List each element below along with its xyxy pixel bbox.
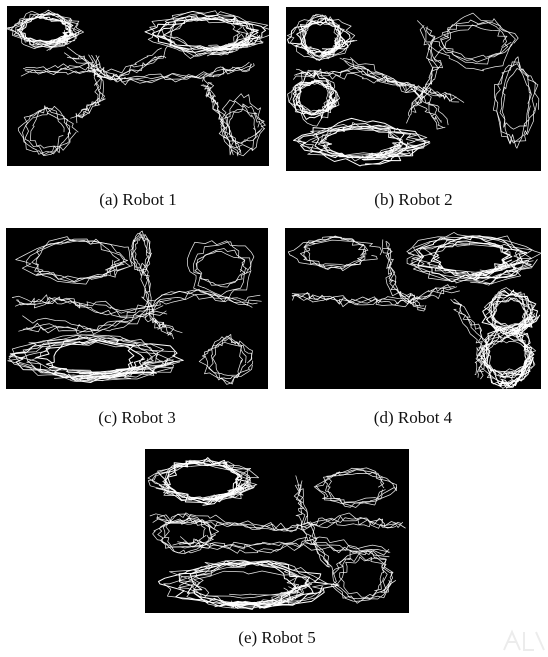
- trajectory-segment: [64, 48, 161, 73]
- trajectory-segment: [293, 285, 451, 305]
- robot-5-trajectory-plot: [145, 449, 409, 613]
- trajectory-segment: [315, 118, 410, 165]
- robot-4-trajectory: [288, 232, 541, 388]
- trajectory-segment: [12, 290, 257, 311]
- robot-4-trajectory-panel: [285, 228, 541, 389]
- figure-caption-e: (e) Robot 5: [145, 628, 409, 648]
- trajectory-segment: [502, 57, 530, 148]
- figure-caption-b: (b) Robot 2: [286, 190, 541, 210]
- trajectory-segment: [432, 22, 519, 62]
- robot-2-trajectory: [287, 13, 539, 166]
- robot-3-trajectory-plot: [6, 228, 268, 389]
- trajectory-segment: [196, 249, 245, 288]
- trajectory-segment: [340, 557, 384, 597]
- watermark-logo: [500, 628, 546, 654]
- trajectory-segment: [71, 55, 100, 118]
- trajectory-segment: [305, 236, 365, 271]
- figure-caption-a: (a) Robot 1: [7, 190, 269, 210]
- trajectory-segment: [493, 64, 538, 144]
- trajectory-segment: [288, 22, 355, 53]
- robot-5-trajectory-panel: [145, 449, 409, 613]
- robot-2-trajectory-panel: [286, 7, 541, 171]
- trajectory-segment: [67, 56, 166, 76]
- trajectory-segment: [23, 106, 70, 155]
- robot-4-trajectory-plot: [285, 228, 541, 389]
- trajectory-segment: [199, 342, 253, 375]
- figure-caption-c: (c) Robot 3: [6, 408, 268, 428]
- trajectory-segment: [16, 239, 133, 282]
- robot-3-trajectory: [8, 231, 262, 384]
- robot-2-trajectory-plot: [286, 7, 541, 171]
- robot-1-trajectory: [7, 10, 269, 156]
- robot-1-trajectory-panel: [7, 6, 269, 166]
- robot-1-trajectory-plot: [7, 6, 269, 166]
- robot-3-trajectory-panel: [6, 228, 268, 389]
- trajectory-segment: [143, 270, 173, 339]
- trajectory-segment: [194, 242, 251, 296]
- trajectory-segment: [494, 62, 538, 143]
- figure-caption-d: (d) Robot 4: [285, 408, 541, 428]
- trajectory-segment: [195, 251, 250, 285]
- robot-5-trajectory: [148, 458, 405, 610]
- trajectory-segment: [18, 292, 261, 316]
